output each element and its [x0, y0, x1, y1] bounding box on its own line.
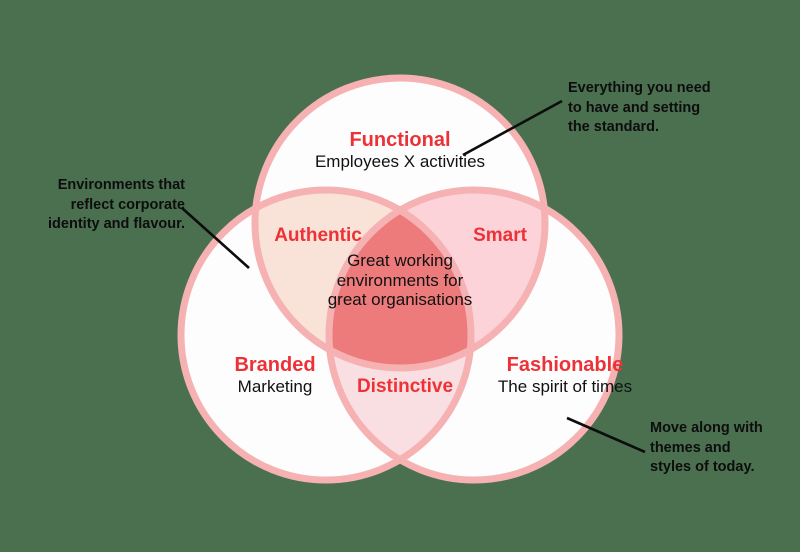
- annotation-line-bottom-right: [566, 416, 646, 454]
- circle-outline-branded: [177, 186, 475, 484]
- circle-outline-functional: [251, 74, 549, 372]
- annotation-line-top-left: [181, 207, 250, 269]
- circle-outline-fashionable: [325, 186, 623, 484]
- intersection-fill-core: [326, 187, 474, 371]
- annotation-line-top-right: [462, 99, 563, 157]
